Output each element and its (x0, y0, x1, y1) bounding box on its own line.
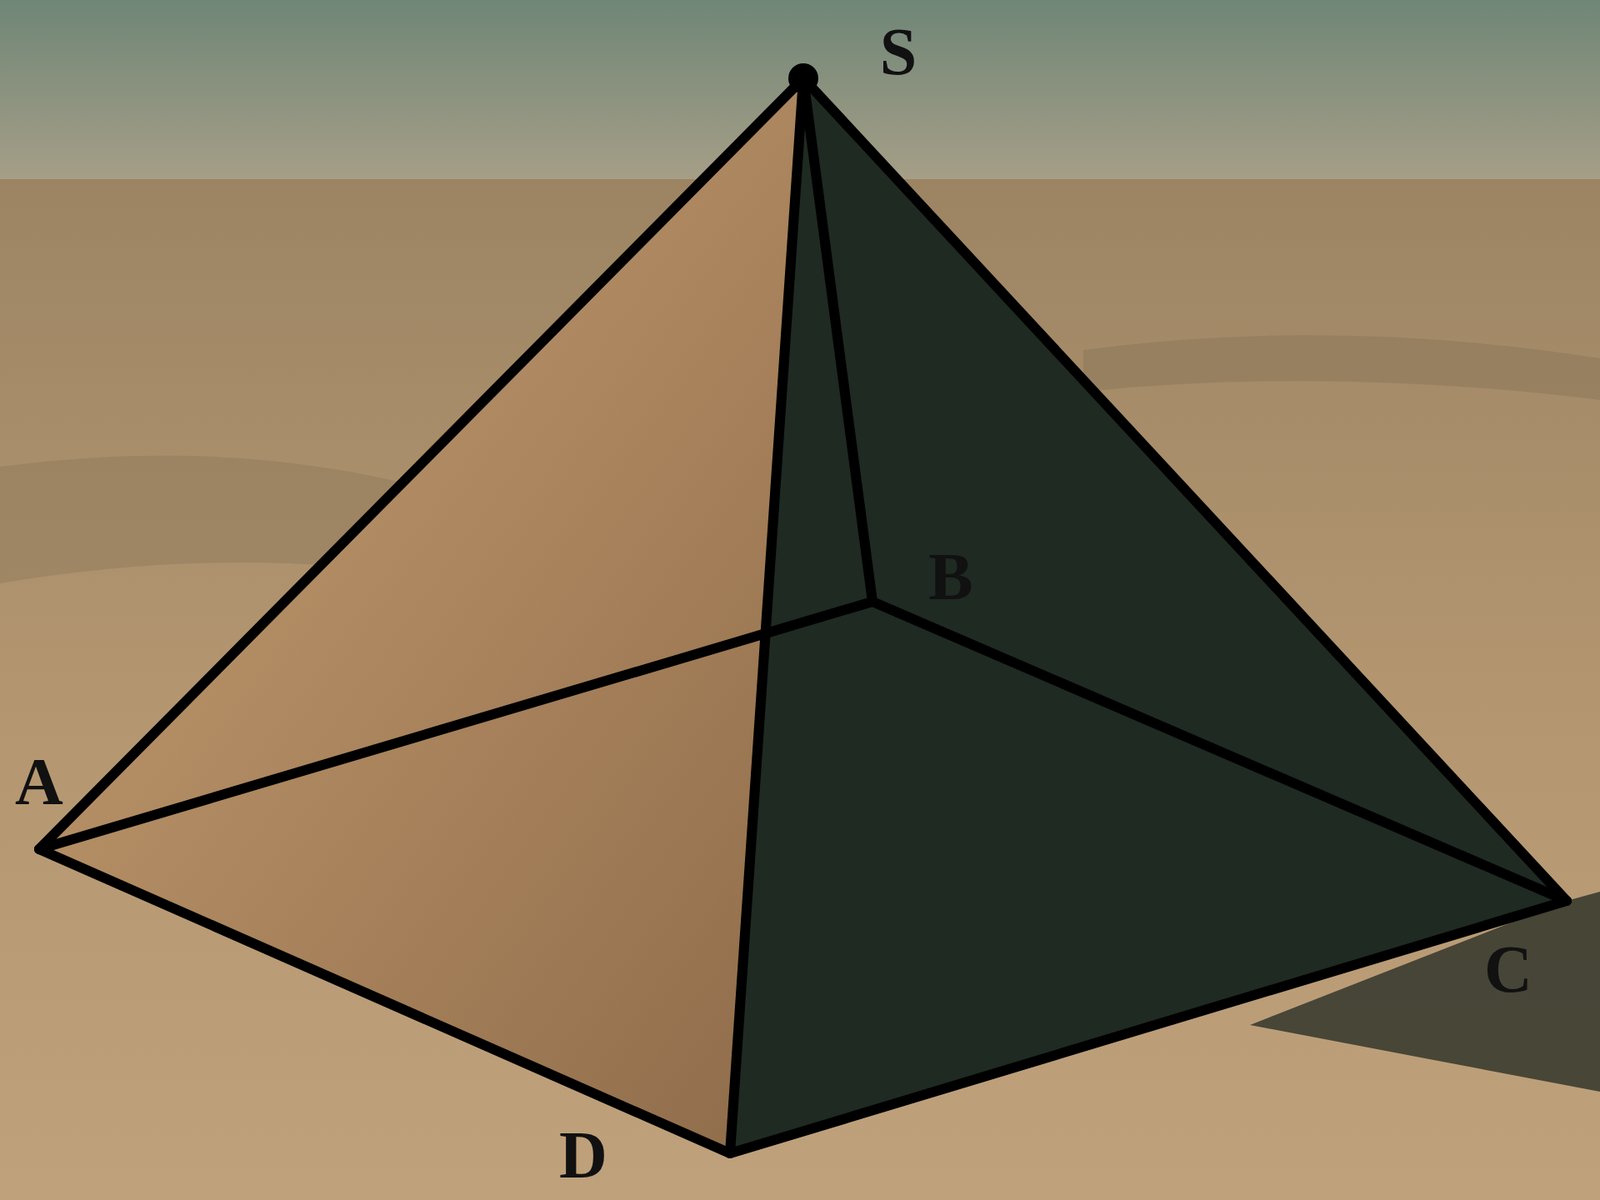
edge-line (730, 78, 804, 1154)
lit-face (39, 78, 804, 1154)
edge-line (730, 900, 1567, 1154)
dune (1083, 335, 1600, 400)
shadow-face (730, 78, 1567, 1154)
edge-line (872, 601, 1567, 901)
apex-dot (788, 63, 819, 94)
point-label: A (15, 748, 64, 815)
point-label: C (1484, 935, 1533, 1003)
point-label: B (928, 543, 973, 610)
pyramid-edges (39, 78, 1567, 1154)
edge-line (803, 78, 873, 602)
edge-line (39, 849, 730, 1154)
edge-line (39, 601, 873, 850)
edge-line (803, 78, 1567, 901)
point-label: D (559, 1121, 608, 1189)
point-label: S (880, 18, 918, 85)
